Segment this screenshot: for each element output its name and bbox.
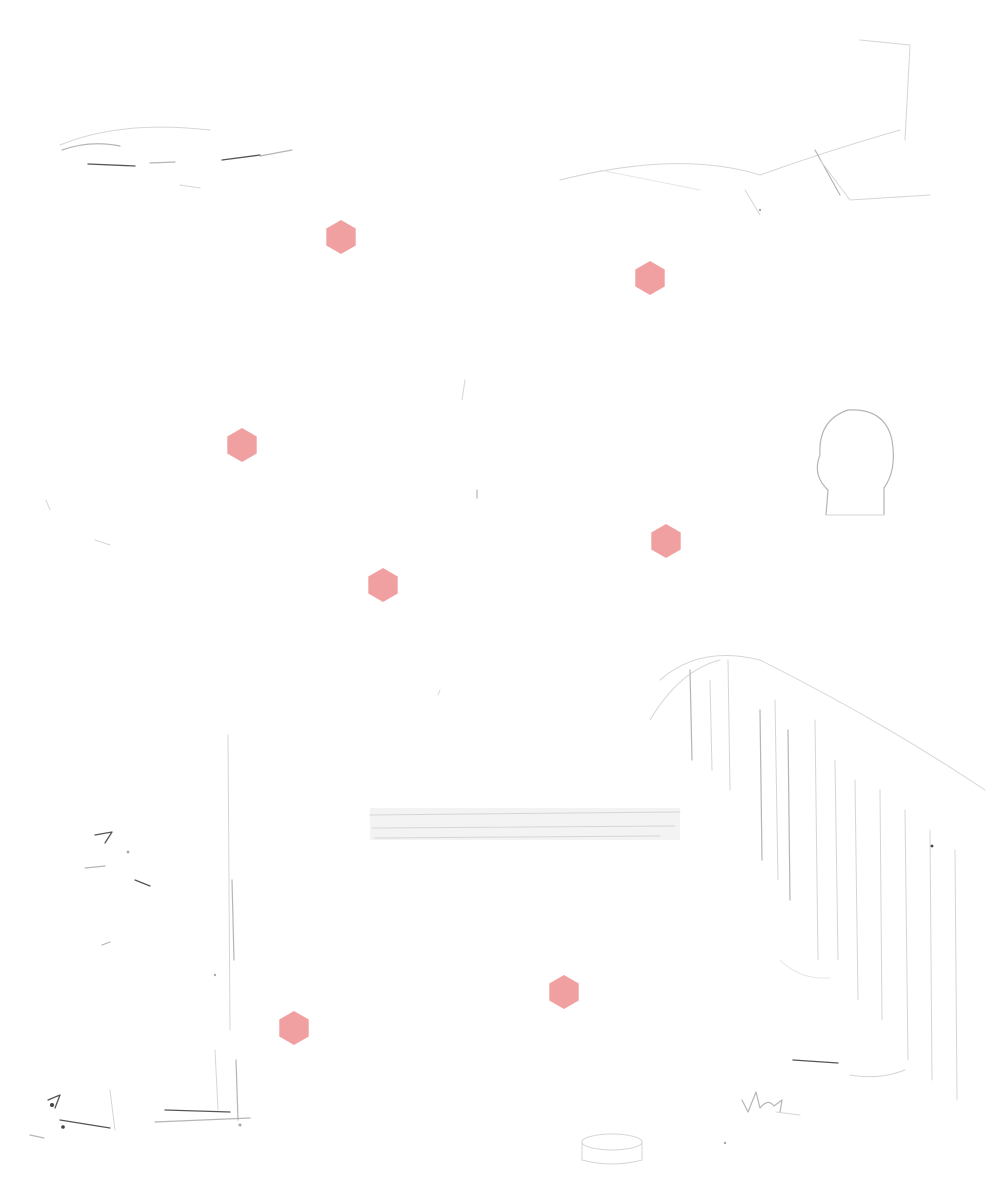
hexagon-marker-7	[279, 1011, 309, 1045]
sketch-left-stray-marks	[45, 379, 478, 696]
hexagon-marker-3	[227, 428, 257, 462]
sketch-scattered-specks	[213, 208, 934, 1145]
hexagon-marker-1	[326, 220, 356, 254]
hexagon-marker-2	[635, 261, 665, 295]
sketch-right-vertical-strokes	[649, 655, 986, 1101]
sketch-top-right-scribbles	[559, 39, 931, 216]
hexagon-marker-6	[549, 975, 579, 1009]
sketch-small-oval	[581, 1133, 643, 1165]
hexagon-marker-5	[368, 568, 398, 602]
sketch-signature	[741, 1091, 801, 1116]
hexagon-markers	[227, 220, 681, 1045]
sketch-top-left-strokes	[59, 126, 293, 189]
sketch-hatch-band	[369, 808, 681, 840]
sketch-head-outline	[816, 409, 894, 516]
sketch-left-frame	[214, 734, 239, 1121]
sketch-bottom-left-specks	[29, 831, 251, 1139]
hexagon-marker-4	[651, 524, 681, 558]
